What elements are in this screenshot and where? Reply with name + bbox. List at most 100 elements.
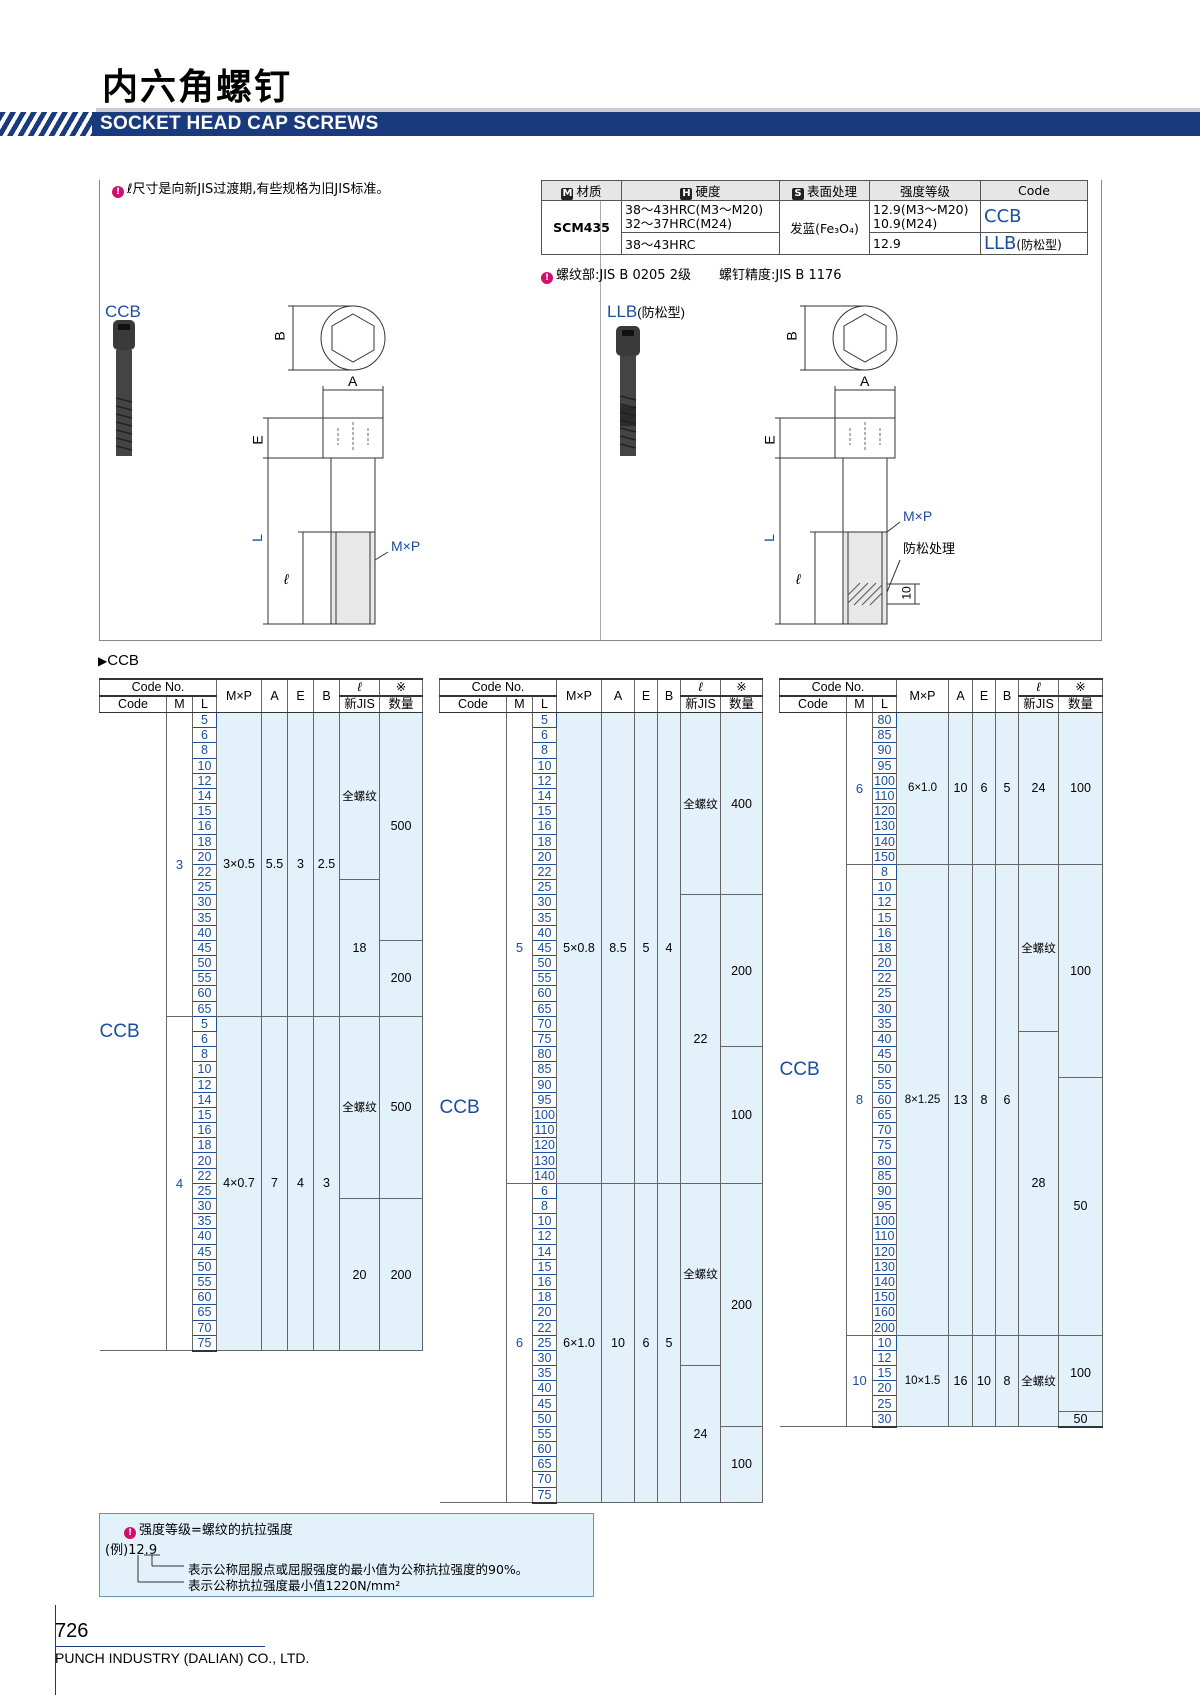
l-value: 20 [192,848,217,865]
table-row: 15 [780,909,1103,926]
m-value: 6 [506,1182,533,1504]
l-value: 40 [192,1228,217,1245]
qty-value: 50 [1058,1410,1103,1428]
dim-ell-llb: ℓ [796,571,801,587]
table-row: 60 [440,985,763,1002]
b-value: 4 [657,712,681,1184]
a-value: 5.5 [261,712,288,1017]
l-value: 8 [192,1046,217,1063]
l-value: 16 [532,818,557,835]
l-value: 130 [532,1152,557,1169]
e-value: 3 [287,712,314,1017]
l-value: 5 [192,711,217,729]
l-value: 45 [192,939,217,957]
l-value: 160 [872,1304,897,1321]
code-label: CCB [439,712,507,1504]
l-value: 16 [532,1273,557,1291]
l-value: 85 [872,727,897,744]
l-value: 65 [872,1106,897,1124]
stripe-decoration [0,112,96,136]
company-name: PUNCH INDUSTRY (DALIAN) CO., LTD. [55,1650,310,1666]
table-row: 22 [100,1167,423,1184]
table-row: 130 [440,1152,763,1169]
l-value: 110 [872,1228,897,1245]
qty-value: 200 [720,894,763,1048]
l-value: 14 [532,1243,557,1260]
material-icon: M [561,188,574,200]
l-value: 10 [192,757,217,774]
table-row: 55 [100,1273,423,1291]
ell-value: 20 [339,1197,380,1352]
l-value: 25 [872,1395,897,1412]
l-value: 65 [192,1304,217,1321]
ell-value: 全螺纹 [680,711,721,896]
l-value: 18 [192,833,217,850]
l-value: 20 [532,1304,557,1321]
l-value: 60 [872,1091,897,1108]
llb-photo [616,326,640,456]
l-value: 65 [532,1456,557,1473]
l-value: 14 [532,787,557,805]
l-value: 16 [872,924,897,941]
l-value: 130 [872,1258,897,1275]
table-row: 16 [440,818,763,835]
l-value: 45 [532,1395,557,1412]
ell-value: 全螺纹 [339,711,380,881]
l-value: 45 [872,1046,897,1063]
table-row: 85 [780,1167,1103,1184]
l-value: 5 [532,711,557,729]
l-value: 22 [532,1319,557,1336]
b-value: 2.5 [313,712,340,1017]
l-value: 6 [192,727,217,744]
qty-value: 100 [1058,712,1103,865]
l-value: 30 [872,1410,897,1428]
e-value: 8 [972,863,996,1336]
ccb-dimension-drawing [263,305,389,625]
b-value: 5 [995,712,1019,865]
dim-b-llb: B [783,331,800,341]
e-value: 6 [972,712,996,865]
ell-value: 28 [1018,1030,1059,1336]
l-value: 95 [532,1091,557,1108]
table-row: 95 [780,1197,1103,1215]
table-row: 35 [100,1213,423,1230]
l-value: 10 [532,1213,557,1230]
l-value: 20 [192,1152,217,1169]
mxp-value: 5×0.8 [556,712,602,1184]
l-value: 30 [192,1197,217,1215]
l-value: 75 [192,1334,217,1352]
l-value: 25 [192,879,217,896]
a-value: 8.5 [601,712,635,1184]
l-value: 12 [872,1349,897,1367]
code-label: CCB [779,712,847,1428]
qty-value: 400 [720,711,763,896]
strength-line-1: 表示公称屈服点或屈服强度的最小值为公称抗拉强度的90%。 [188,1562,529,1577]
b-value: 8 [995,1334,1019,1428]
table-row: 12 [780,1349,1103,1367]
table-row: 12 [440,1228,763,1245]
code-llb: LLB(防松型) [980,232,1088,255]
e-value: 6 [634,1182,658,1504]
strength-example: (例)12.9 [105,1543,158,1558]
l-value: 70 [872,1122,897,1139]
dim-b: B [271,331,288,341]
table-row: 120 [780,1243,1103,1260]
l-value: 40 [192,924,217,941]
e-value: 4 [287,1015,314,1352]
table-row: 55 [440,970,763,987]
l-value: 30 [532,894,557,911]
table-row: 25 [100,1182,423,1200]
table-row: 100 [780,1213,1103,1230]
dim-a: A [348,373,358,389]
qty-value: 200 [720,1182,763,1427]
table-row: 10 [780,879,1103,896]
m-value: 6 [846,712,873,865]
l-value: 200 [872,1319,897,1336]
l-value: 130 [872,818,897,835]
